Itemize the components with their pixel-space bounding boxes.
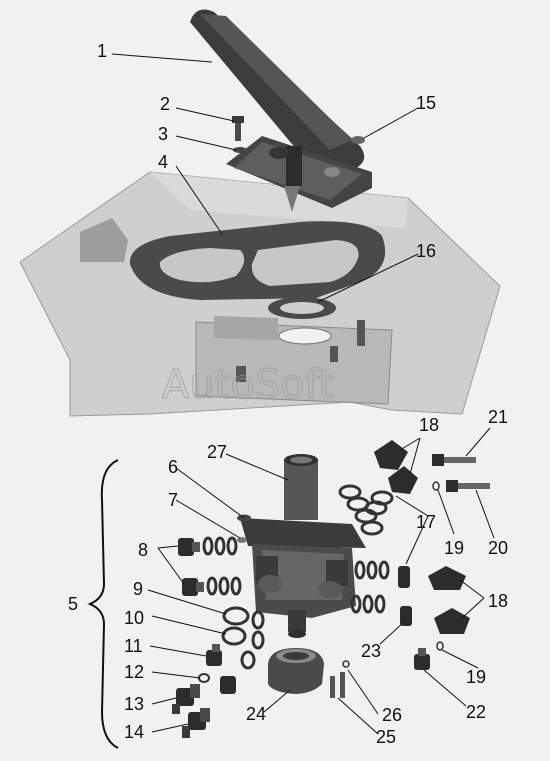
washer-19-upper: [432, 481, 440, 491]
callout-11: 11: [124, 636, 143, 656]
watermark: AutoSoft: [162, 362, 334, 408]
seal-16: [268, 297, 336, 319]
callout-21: 21: [488, 407, 508, 427]
brake-valve-assembly: [240, 454, 366, 638]
leader-lines: [111, 53, 495, 735]
callout-26: 26: [382, 705, 402, 725]
callout-2: 2: [160, 94, 170, 114]
callout-23: 23: [361, 641, 381, 661]
callout-19-lower: 19: [466, 667, 486, 687]
callout-20: 20: [488, 538, 508, 558]
insert-23: [400, 606, 412, 626]
brake-pedal: [190, 9, 372, 212]
callout-12: 12: [124, 662, 144, 682]
callout-13: 13: [124, 694, 144, 714]
fitting-right-small: [220, 676, 236, 694]
callout-8: 8: [138, 540, 148, 560]
callout-16: 16: [416, 241, 436, 261]
callout-22: 22: [466, 702, 486, 722]
fitting-22: [414, 648, 430, 670]
bolt-21: [432, 454, 476, 466]
cup-24: [268, 648, 324, 694]
callout-5: 5: [68, 594, 78, 614]
callout-6: 6: [168, 457, 178, 477]
elbow-18-lower: [428, 566, 470, 634]
bolt-2: [232, 116, 244, 141]
cap-15: [351, 136, 365, 144]
plug-8-upper: [178, 538, 200, 556]
plug-8-lower: [182, 578, 204, 596]
callout-1: 1: [97, 41, 107, 61]
assembly-brace: [87, 459, 119, 749]
callout-24: 24: [246, 704, 266, 724]
callout-9: 9: [133, 579, 143, 599]
callout-25: 25: [376, 727, 396, 747]
callout-4: 4: [158, 152, 168, 172]
washer-7: [237, 537, 247, 543]
gasket-4: [129, 221, 386, 300]
callout-15: 15: [416, 93, 436, 113]
callout-10: 10: [124, 608, 144, 628]
o-rings-right: [338, 484, 394, 614]
washer-3: [233, 147, 247, 153]
callout-7: 7: [168, 490, 178, 510]
fitting-13: [172, 684, 200, 714]
callout-18-upper: 18: [419, 415, 439, 435]
callout-17: 17: [416, 512, 436, 532]
fitting-14: [182, 708, 210, 738]
callout-18-lower: 18: [488, 591, 508, 611]
pin-25-26: [330, 660, 350, 698]
bolt-20: [446, 480, 490, 492]
insert-17: [398, 566, 410, 588]
callouts: 1 2 3 4 15 16 27 6 7 8 9 10 11 12 13 14 …: [68, 41, 508, 747]
valve-11: [206, 644, 222, 666]
callout-14: 14: [124, 722, 144, 742]
callout-19-upper: 19: [444, 538, 464, 558]
callout-27: 27: [207, 442, 227, 462]
washer-19-lower: [436, 641, 444, 651]
o-rings-left: [202, 536, 265, 670]
callout-3: 3: [158, 124, 168, 144]
